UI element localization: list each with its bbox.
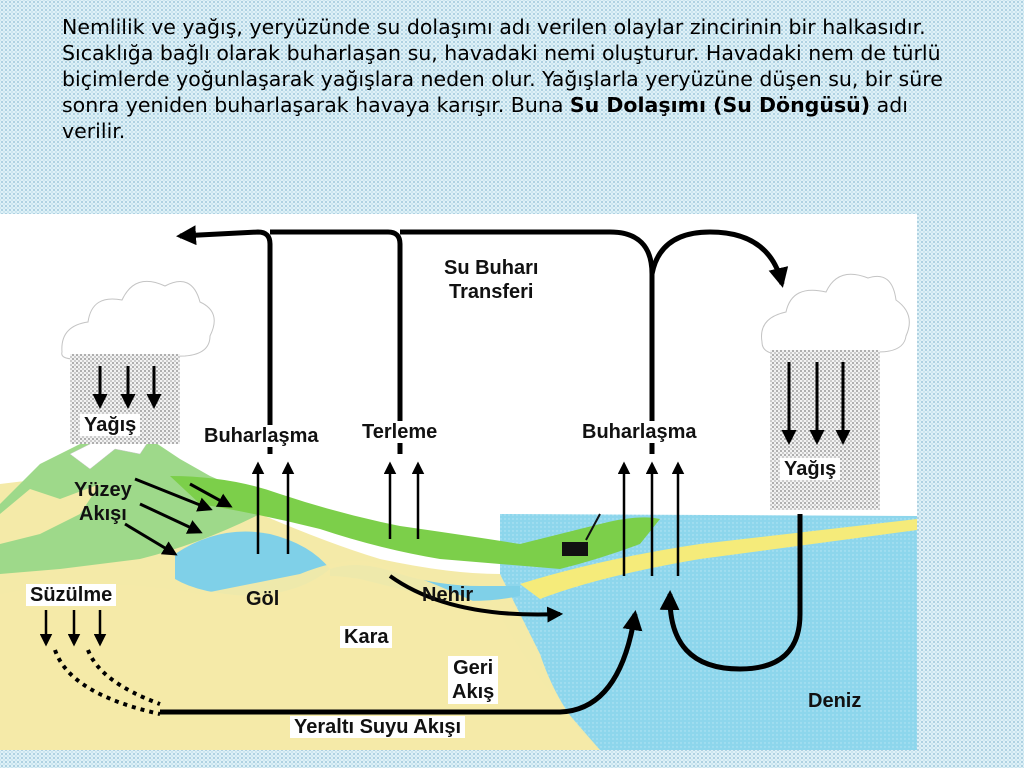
rain-arrows-right: [781, 362, 851, 445]
seepage-dashed: [53, 649, 161, 716]
label-return-flow: Geri Akış: [448, 656, 499, 704]
label-rain-left: Yağış: [80, 414, 141, 436]
label-lake: Göl: [246, 588, 280, 610]
green-hills: [170, 476, 660, 569]
intro-text-end: adı verilir.: [62, 93, 908, 143]
sea-rain-loop: [659, 514, 803, 672]
label-river: Nehir: [422, 584, 474, 606]
groundwater-arrow: [160, 610, 643, 715]
infiltration-arrows: [39, 610, 107, 647]
runoff-arrows: [124, 477, 233, 556]
vapor-transfer-arrows: [176, 225, 789, 454]
label-surface-runoff: Yüzey Akışı: [74, 479, 132, 525]
water-cycle-diagram: [0, 214, 917, 750]
label-evaporation-right: Buharlaşma: [578, 421, 701, 443]
beach-strip: [520, 519, 917, 599]
river-flow-arrow: [388, 574, 564, 623]
label-infiltration: Süzülme: [26, 584, 117, 606]
intro-bold-term: Su Dolaşımı (Su Döngüsü): [569, 93, 871, 117]
shore-pole: [585, 513, 601, 541]
label-groundwater-flow: Yeraltı Suyu Akışı: [290, 716, 466, 738]
mountain-yellow: [0, 484, 100, 544]
intro-text: Nemlilik ve yağış, yeryüzünde su dolaşım…: [62, 15, 943, 117]
intro-paragraph: Nemlilik ve yağış, yeryüzünde su dolaşım…: [62, 14, 962, 144]
shore-structure: [562, 542, 588, 556]
label-sea: Deniz: [808, 690, 862, 712]
evaporation-arrows: [251, 461, 685, 576]
mountain-left: [0, 429, 260, 574]
label-vapor-transfer: Su Buharı Transferi: [440, 256, 543, 304]
label-land: Kara: [340, 626, 393, 648]
label-transpiration: Terleme: [358, 421, 442, 443]
label-evaporation-left: Buharlaşma: [200, 425, 323, 447]
rain-arrows-left: [92, 366, 162, 409]
label-rain-right: Yağış: [780, 458, 841, 480]
